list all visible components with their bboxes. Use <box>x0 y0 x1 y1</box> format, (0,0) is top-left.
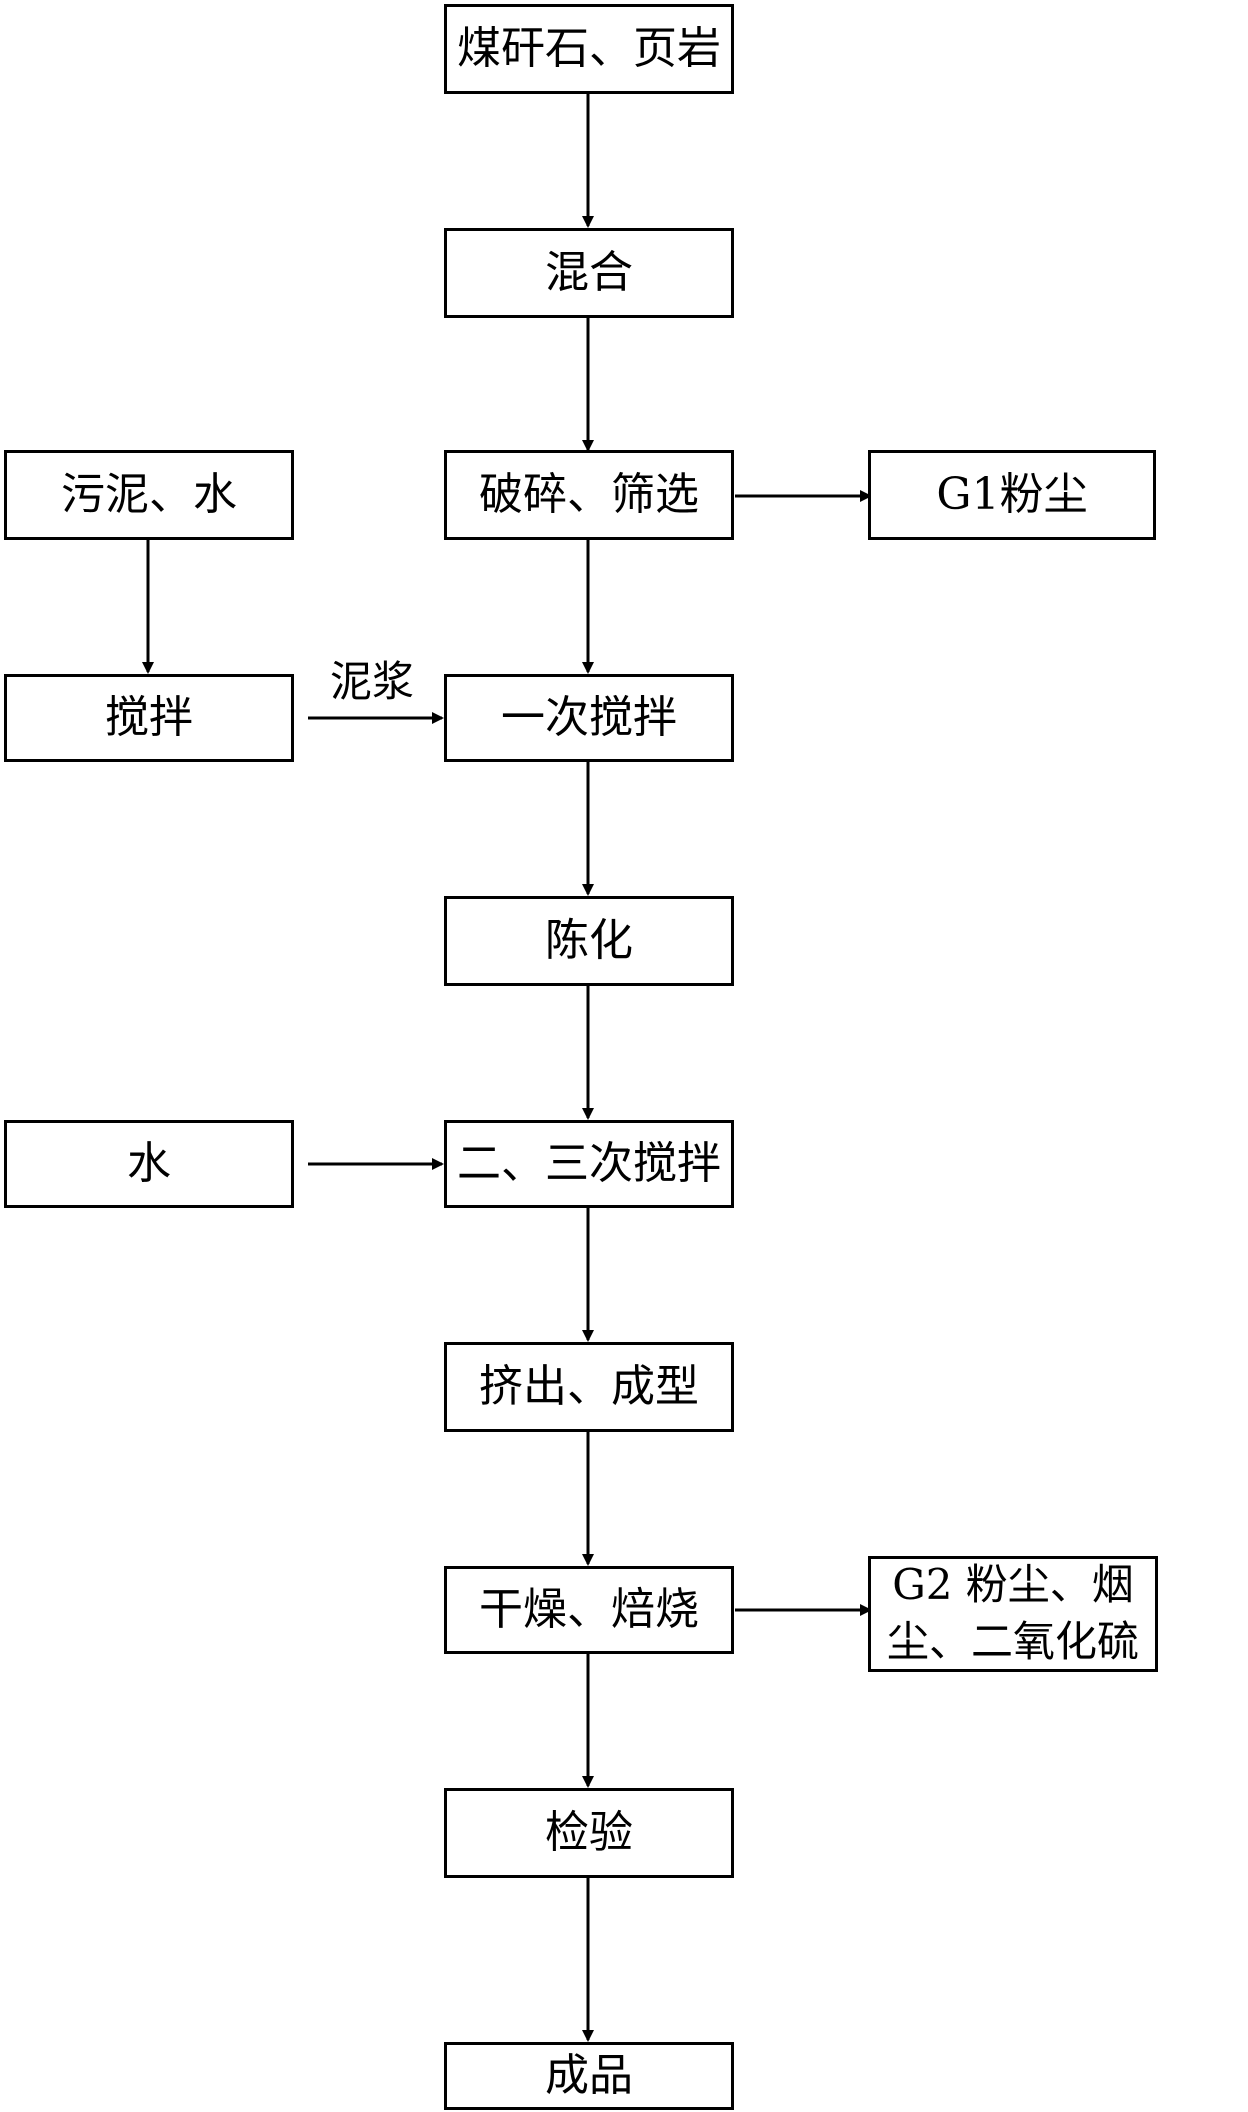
edge-label-slurry: 泥浆 <box>330 657 415 706</box>
node-stirring: 搅拌 <box>4 674 294 762</box>
node-product-label: 成品 <box>545 2049 633 2101</box>
node-dust-g1: G1粉尘 <box>868 450 1156 540</box>
node-drying-roasting-label: 干燥、焙烧 <box>479 1583 699 1635</box>
node-first-mixing-label: 一次搅拌 <box>501 691 677 743</box>
node-product: 成品 <box>444 2042 734 2110</box>
node-second-third-mixing-label: 二、三次搅拌 <box>457 1137 721 1189</box>
node-raw-material: 煤矸石、页岩 <box>444 4 734 94</box>
node-extrusion-forming: 挤出、成型 <box>444 1342 734 1432</box>
node-extrusion-forming-label: 挤出、成型 <box>479 1360 699 1412</box>
node-water-label: 水 <box>127 1137 171 1189</box>
node-crushing-screening-label: 破碎、筛选 <box>479 468 699 520</box>
node-emission-g2-line2: 尘、二氧化硫 <box>886 1617 1139 1666</box>
node-mixing-label: 混合 <box>545 246 633 298</box>
node-aging: 陈化 <box>444 896 734 986</box>
node-inspection: 检验 <box>444 1788 734 1878</box>
node-second-third-mixing: 二、三次搅拌 <box>444 1120 734 1208</box>
node-sludge-water: 污泥、水 <box>4 450 294 540</box>
node-drying-roasting: 干燥、焙烧 <box>444 1566 734 1654</box>
node-first-mixing: 一次搅拌 <box>444 674 734 762</box>
node-emission-g2: G2 粉尘、烟 尘、二氧化硫 <box>868 1556 1158 1672</box>
node-mixing: 混合 <box>444 228 734 318</box>
node-dust-g1-label: G1粉尘 <box>936 468 1088 520</box>
node-stirring-label: 搅拌 <box>105 691 193 743</box>
node-water: 水 <box>4 1120 294 1208</box>
node-sludge-water-label: 污泥、水 <box>61 468 237 520</box>
node-inspection-label: 检验 <box>545 1806 633 1858</box>
node-raw-material-label: 煤矸石、页岩 <box>457 22 721 74</box>
node-aging-label: 陈化 <box>545 914 633 966</box>
node-crushing-screening: 破碎、筛选 <box>444 450 734 540</box>
node-emission-g2-line1: G2 粉尘、烟 <box>892 1560 1134 1610</box>
